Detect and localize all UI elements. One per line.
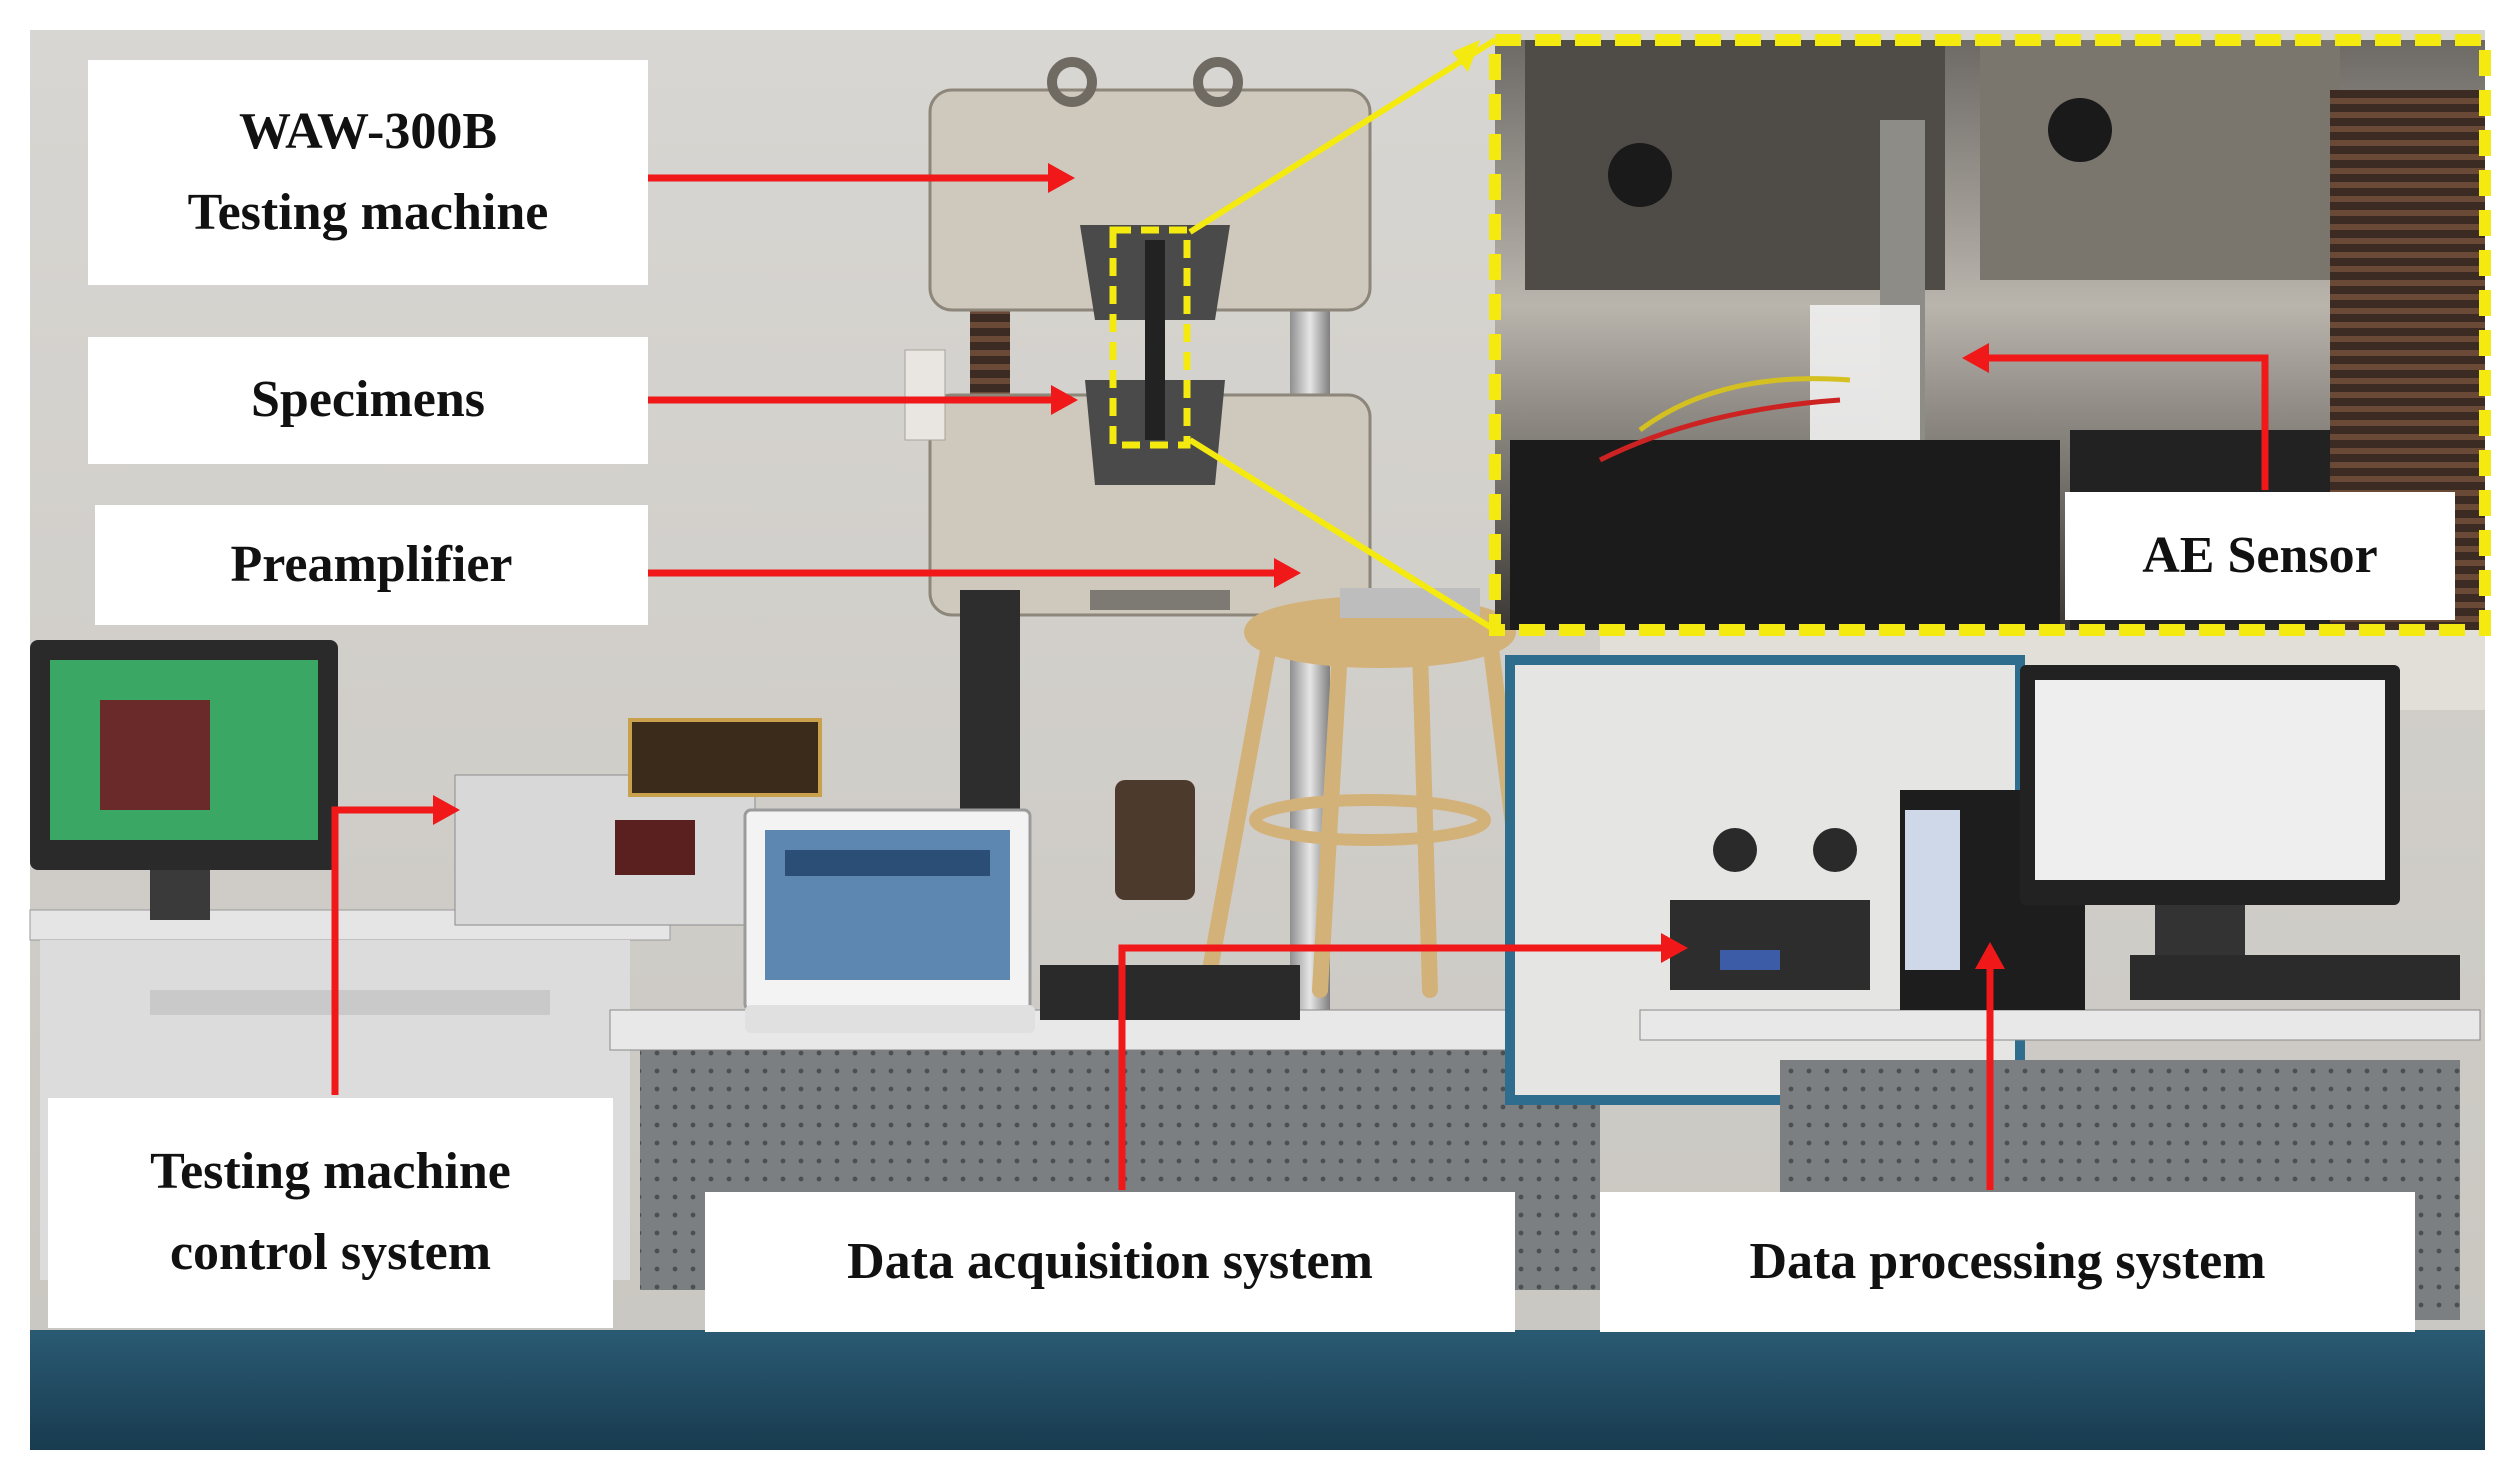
specimens-label: Specimens — [88, 337, 648, 464]
preamplifier-text: Preamplifier — [230, 535, 513, 593]
arrow-ae-sensor — [1985, 354, 2269, 490]
control-system-line2: control system — [169, 1224, 492, 1281]
control-system-line1: Testing machine — [150, 1143, 511, 1201]
acquisition-system-label: Data acquisition system — [705, 1192, 1515, 1332]
arrow-heads — [433, 163, 2005, 969]
ae-sensor-text: AE Sensor — [2142, 526, 2378, 584]
acquisition-text: Data acquisition system — [847, 1232, 1373, 1290]
preamplifier-device — [1340, 588, 1480, 618]
waw-testing-machine-label: WAW-300B Testing machine — [88, 60, 648, 285]
inset-connector-lines — [1188, 37, 1497, 633]
ae-sensor-label: AE Sensor — [2065, 492, 2455, 620]
arrows — [331, 174, 2269, 1190]
waw-model-text: WAW-300B — [238, 102, 498, 160]
inset-connector-arrowhead — [1452, 40, 1480, 72]
processing-text: Data processing system — [1749, 1232, 2266, 1290]
control-system-label: Testing machine control system — [48, 1098, 613, 1328]
processing-system-label: Data processing system — [1600, 1192, 2415, 1332]
arrow-acquisition — [1118, 944, 1665, 1190]
arrow-control-system — [331, 806, 437, 1095]
waw-name-text: Testing machine — [187, 183, 549, 241]
preamplifier-label: Preamplifier — [95, 505, 648, 625]
specimens-text: Specimens — [251, 371, 485, 429]
